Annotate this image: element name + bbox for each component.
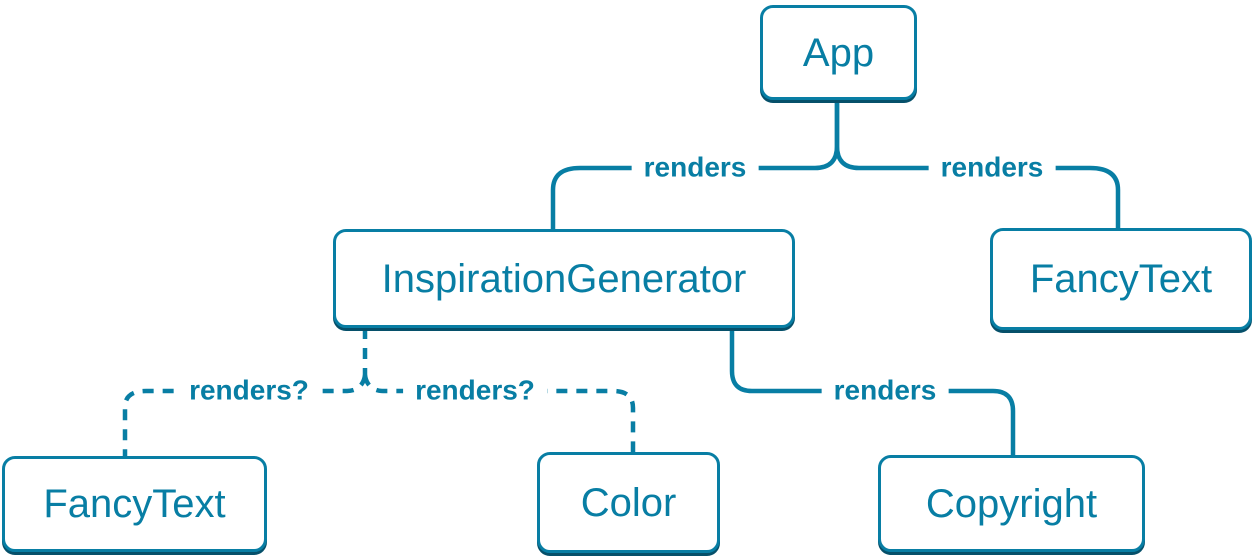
edge-inspirationgenerator-to-color-conditional [362, 374, 636, 452]
edge-label-inspirationgenerator-to-copyright: renders [821, 375, 949, 407]
edge-label-inspirationgenerator-to-color: renders? [403, 375, 547, 407]
node-copyright: Copyright [878, 455, 1145, 552]
node-fancytext-right: FancyText [990, 228, 1252, 330]
node-inspirationgenerator: InspirationGenerator [333, 229, 795, 328]
edge-label-app-to-fancytext: renders [928, 152, 1056, 184]
node-color: Color [537, 452, 720, 553]
node-app: App [760, 5, 917, 100]
edge-label-inspirationgenerator-to-fancytext: renders? [177, 375, 321, 407]
node-fancytext-left: FancyText [2, 456, 267, 552]
edge-inspirationgenerator-to-fancytext-conditional [122, 374, 368, 456]
edge-label-app-to-inspirationgenerator: renders [631, 152, 759, 184]
